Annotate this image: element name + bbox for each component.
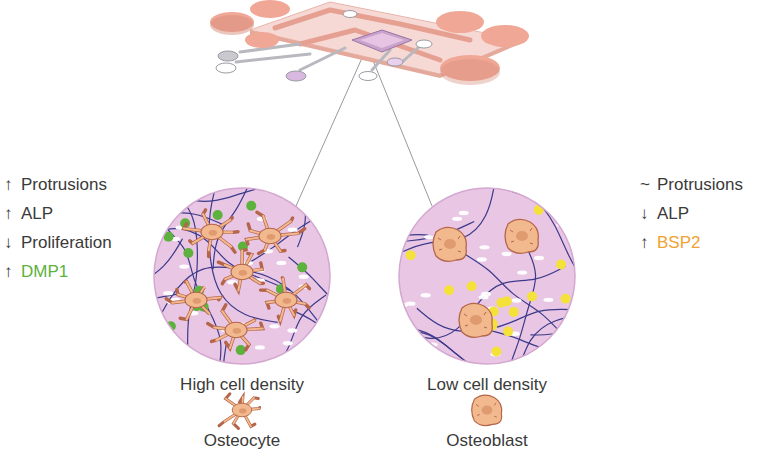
change-arrow: ↑ [4, 205, 13, 224]
change-arrow: ↑ [4, 263, 13, 282]
change-arrow: ↓ [4, 234, 13, 253]
hydrogel-network [240, 10, 756, 453]
cell-type-label: Osteocyte [204, 432, 281, 451]
hydrogel-region [154, 188, 330, 364]
cell-density-region: High cell density [138, 186, 346, 395]
marker-name: ALP [657, 205, 689, 224]
marker-name: BSP2 [657, 234, 700, 253]
zoom-line [372, 58, 432, 206]
change-arrow: ↑ [4, 176, 13, 195]
hydrogel-network [0, 78, 467, 453]
change-arrow: ↓ [640, 205, 649, 224]
marker-name: DMP1 [21, 263, 68, 282]
marker-name: Proliferation [21, 234, 112, 253]
marker-name: ALP [21, 205, 53, 224]
cell-icons [219, 394, 502, 429]
region-heading: Low cell density [383, 375, 591, 395]
marker-name: Protrusions [657, 176, 743, 195]
marker-name: Protrusions [21, 176, 107, 195]
microfluidic-chip [210, 0, 529, 85]
region-heading: High cell density [138, 375, 346, 395]
change-arrow: ↑ [640, 234, 649, 253]
cell-density-region: Low cell density [383, 186, 591, 395]
change-arrow: ~ [640, 176, 650, 195]
zoom-line [296, 58, 362, 206]
cell-type-label: Osteoblast [446, 432, 527, 451]
